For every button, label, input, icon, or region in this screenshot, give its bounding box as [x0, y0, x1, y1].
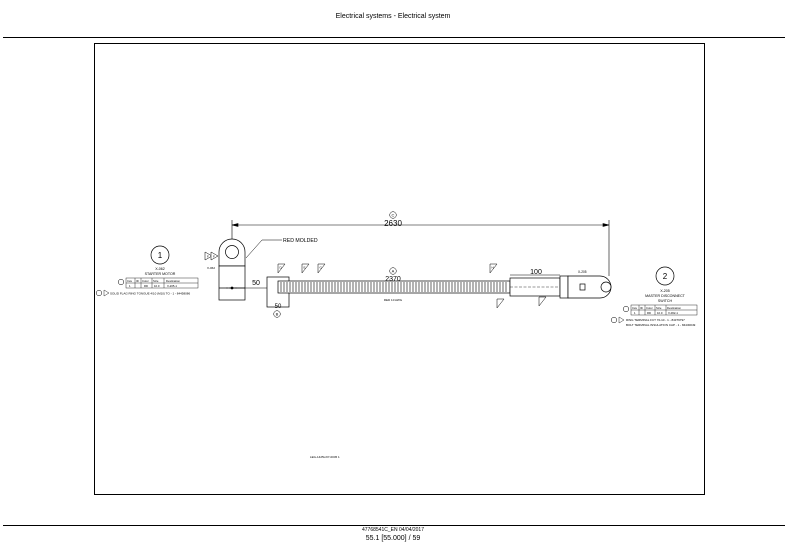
left-part-marker [95, 289, 103, 297]
flag-d-label: D [280, 266, 283, 270]
right-wire-table [630, 304, 698, 316]
cable-spec: RED 10 AWG [384, 298, 403, 302]
left-table-color: RD [144, 284, 148, 288]
left-table-header-cav: Cav [127, 279, 133, 283]
page-header-title: Electrical systems - Electrical system [335, 13, 451, 20]
right-table-destination: X-062-1 [668, 311, 678, 315]
left-table-size: 10.0 [154, 284, 160, 288]
right-connector-name-2: SWITCH [658, 299, 673, 303]
molded-leader [245, 239, 282, 259]
footer-rule [3, 525, 785, 526]
left-connector-id: X-062 [155, 267, 165, 271]
flag-f-label-2: F [213, 255, 215, 259]
right-offset-label: 100 [530, 269, 542, 276]
left-table-destination: X-205-1 [167, 284, 177, 288]
right-connector-name-1: MASTER DISCONNECT [645, 294, 686, 298]
tube-width-label: 50 [275, 304, 282, 310]
x205-tag: X-205 [578, 270, 587, 274]
right-table-size: 10.0 [657, 311, 663, 315]
flag-h-label: H [492, 266, 494, 270]
left-table-header-size: Size [153, 279, 159, 283]
right-table-header-destination: Destination [667, 306, 681, 310]
left-table-header-color: Color [142, 279, 149, 283]
left-end-circle [150, 245, 170, 265]
left-part-note: SOLID FLAG RING TONGUE 4/10 (M10) TO - 1… [110, 292, 190, 296]
flag-g-label: G [320, 266, 323, 270]
cable-length-label: 2370 [385, 276, 401, 283]
circle-c-label: C [392, 213, 395, 218]
right-table-color: RD [647, 311, 651, 315]
right-connector-id: X-205 [660, 289, 670, 293]
right-end-number: 2 [663, 272, 668, 281]
tube-circle-b-label: B [276, 312, 279, 317]
dimension-circle-c-top [389, 211, 397, 219]
left-offset-label: 50 [252, 280, 260, 287]
overall-length-label: 2630 [384, 219, 402, 228]
right-part-note-2: BOLT TERMINAL INSULATION CAP - 1 - 84430… [626, 323, 696, 327]
tube-circle-b [273, 310, 281, 318]
right-part-flag [618, 316, 625, 324]
left-table-marker [117, 278, 125, 286]
right-part-note-1: RING TERMINAL FCT 70-10 - 1 - 84379797 [626, 318, 685, 322]
cable-corrugations [280, 282, 507, 292]
left-part-flag [103, 289, 110, 297]
cable-circle-a-label: A [392, 269, 395, 274]
left-table-header-destination: Destination [166, 279, 180, 283]
right-table-header-id: ID [640, 306, 643, 310]
x062-tag: X-062 [207, 266, 215, 270]
left-ring-terminal [218, 238, 246, 301]
right-table-header-size: Size [656, 306, 662, 310]
left-connector-name: STARTER MOTOR [145, 272, 176, 276]
left-end-number: 1 [158, 251, 163, 260]
flag-markers [204, 251, 547, 309]
header-rule [3, 37, 785, 38]
drawing-frame [94, 43, 705, 495]
left-table-header-id: ID [136, 279, 139, 283]
right-table-header-color: Color [646, 306, 653, 310]
right-end-circle [655, 266, 675, 286]
left-wire-table [125, 277, 199, 289]
right-table-header-cav: Cav [632, 306, 638, 310]
molded-note: RED MOLDED [283, 238, 318, 244]
right-table-cav: 1 [634, 311, 636, 315]
flag-f-label-1: F [207, 255, 209, 259]
right-table-marker [622, 305, 630, 313]
footer-doc-ref: 47768541C_EN 04/04/2017 [362, 527, 424, 533]
left-table-cav: 1 [129, 284, 131, 288]
flag-e-label: E [304, 266, 306, 270]
overall-dimension [231, 220, 610, 276]
cable-circle-a [389, 267, 397, 275]
footer-page-number: 55.1 [55.000] / 59 [365, 535, 421, 542]
drawing-id: LEG-1425L/07-0045 1 [310, 455, 340, 459]
right-part-marker [610, 316, 618, 324]
